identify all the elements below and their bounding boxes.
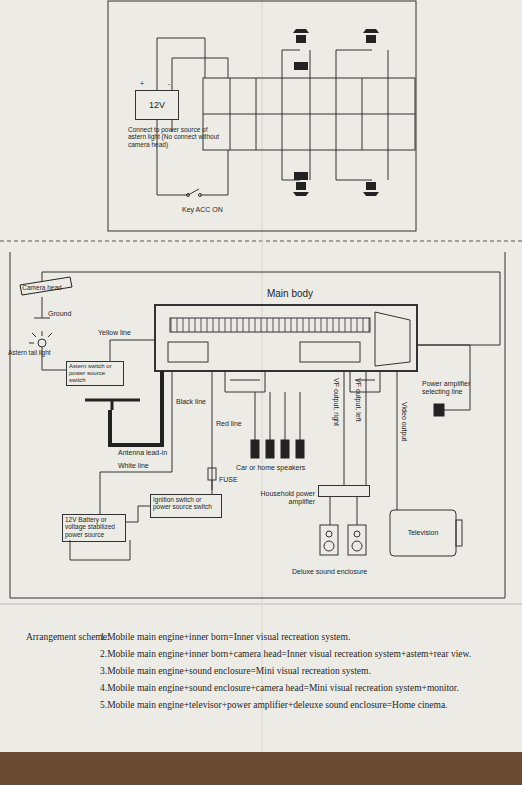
wire-label: Yellow line <box>98 329 131 337</box>
wire <box>100 371 172 514</box>
note-text: 1.Mobile main engine+inner born=Inner vi… <box>100 632 350 643</box>
main-body: Main body <box>155 305 417 371</box>
battery-box: 12V <box>135 90 179 120</box>
wire-label: Deluxe sound enclosure <box>292 568 367 576</box>
node-text: Camera head <box>22 284 61 291</box>
wire-label: Car or home speakers <box>236 464 305 472</box>
wire-label: Video output <box>400 402 408 441</box>
wire-label: Red line <box>216 420 242 428</box>
wire <box>110 340 155 361</box>
node-text: Television <box>408 529 439 537</box>
wire-label: Key ACC ON <box>182 206 223 214</box>
wire-label: Ground <box>48 310 71 318</box>
wire-label: VF output, right <box>332 378 340 426</box>
wire-label: + <box>140 80 144 88</box>
wire-label: Power amplifier selecting line <box>422 380 488 396</box>
note-text: 5.Mobile main engine+televisor+power amp… <box>100 700 448 711</box>
wire <box>126 506 150 522</box>
wire-label: VF output, left <box>354 378 362 422</box>
wire-label: Astern tail light <box>8 349 51 356</box>
wire-label: Antenna lead-in <box>118 449 167 457</box>
note-text: 2.Mobile main engine+inner born+camera h… <box>100 649 471 660</box>
wire <box>42 272 500 345</box>
note-text: 3.Mobile main engine+sound enclosure=Min… <box>100 666 371 677</box>
node-text: Main body <box>245 288 335 300</box>
wire <box>397 371 398 510</box>
switch-box: Ignition switch or power source switch <box>150 494 222 518</box>
node-text: Astern switch or power source switch <box>69 363 121 384</box>
camera-head: Camera head <box>16 281 68 295</box>
wire-label: - <box>168 80 170 88</box>
note-text: Arrangement scheme: <box>26 632 110 643</box>
wire-label: Connect to power source of astern light … <box>128 126 220 148</box>
battery-box: 12V Battery or voltage stabilized power … <box>62 514 126 542</box>
wire <box>212 371 213 494</box>
switch-box: Astern switch or power source switch <box>66 361 124 386</box>
wire-label: White line <box>118 462 149 470</box>
wire-label: Black line <box>176 398 206 406</box>
node-text: 12V Battery or voltage stabilized power … <box>65 516 123 538</box>
television-box: Television <box>390 510 456 556</box>
node-text: Household power amplifier <box>235 490 315 506</box>
amplifier-box: Household power amplifier <box>318 485 370 497</box>
node-text: Ignition switch or power source switch <box>153 496 219 511</box>
note-text: 4.Mobile main engine+sound enclosure+cam… <box>100 683 459 694</box>
wire-label: FUSE <box>219 476 238 484</box>
node-text: 12V <box>149 100 165 110</box>
wire <box>344 371 345 485</box>
